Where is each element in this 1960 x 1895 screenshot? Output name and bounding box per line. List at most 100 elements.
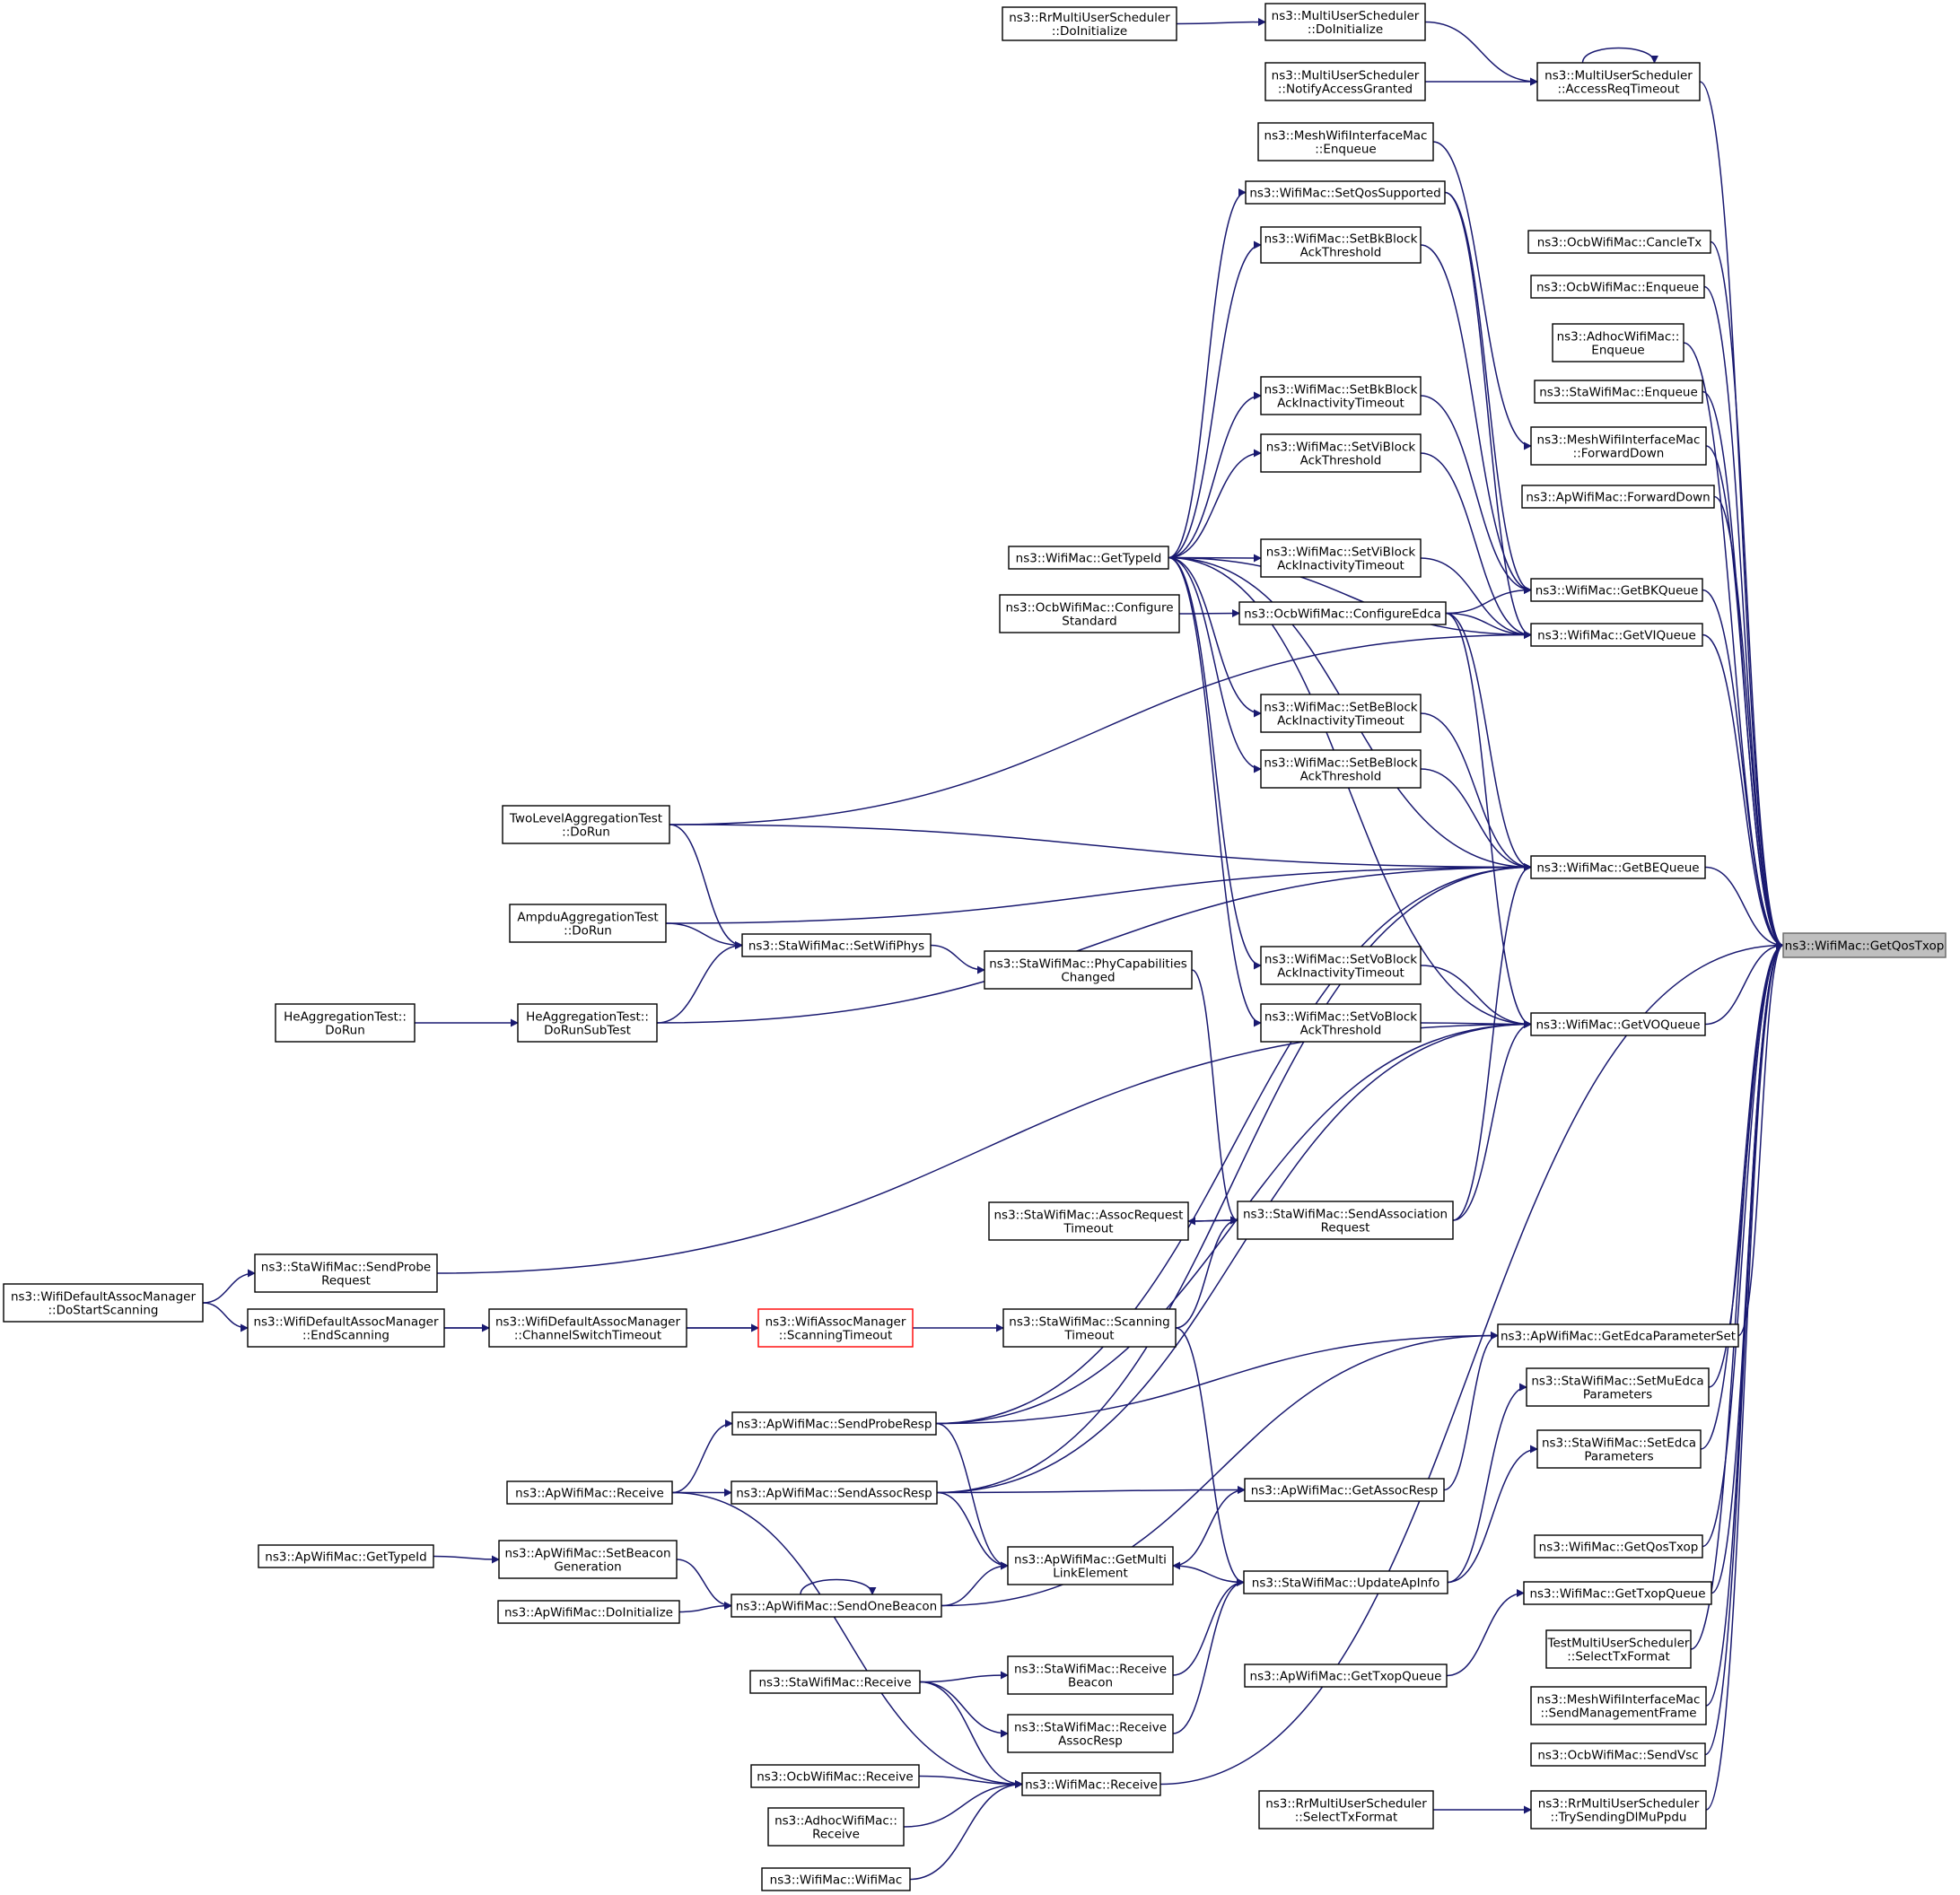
node-wifimac_receive[interactable]: ns3::WifiMac::Receive — [1021, 1772, 1161, 1796]
node-ampdu_dorun[interactable]: AmpduAggregationTest::DoRun — [509, 904, 667, 943]
node-label: ns3::RrMultiUserScheduler — [1538, 1797, 1700, 1812]
node-ap_doinit[interactable]: ns3::ApWifiMac::DoInitialize — [497, 1600, 680, 1624]
node-label: HeAggregationTest:: — [284, 1010, 407, 1025]
node-ocb_cancletx[interactable]: ns3::OcbWifiMac::CancleTx — [1527, 230, 1711, 254]
node-setbkinact[interactable]: ns3::WifiMac::SetBkBlockAckInactivityTim… — [1260, 376, 1422, 415]
node-ocb_receive[interactable]: ns3::OcbWifiMac::Receive — [750, 1764, 920, 1788]
node-getedcaparamset[interactable]: ns3::ApWifiMac::GetEdcaParameterSet — [1497, 1323, 1739, 1348]
edge-sendproberesp-to-getbequeue — [935, 863, 1532, 1425]
node-sta_scanningtimeout[interactable]: ns3::StaWifiMac::ScanningTimeout — [1002, 1308, 1177, 1348]
node-setwifiphys[interactable]: ns3::StaWifiMac::SetWifiPhys — [741, 933, 932, 957]
node-ocb_configedca[interactable]: ns3::OcbWifiMac::ConfigureEdca — [1238, 601, 1447, 625]
node-dostartscanning[interactable]: ns3::WifiDefaultAssocManager::DoStartSca… — [3, 1283, 204, 1323]
node-setviinact[interactable]: ns3::WifiMac::SetViBlockAckInactivityTim… — [1260, 538, 1422, 578]
node-box — [731, 1411, 937, 1436]
node-label: ns3::WifiMac::GetVOQueue — [1536, 1018, 1700, 1033]
node-chswitchtimeout[interactable]: ns3::WifiDefaultAssocManager::ChannelSwi… — [488, 1308, 687, 1348]
node-getassocresp[interactable]: ns3::ApWifiMac::GetAssocResp — [1244, 1478, 1445, 1502]
node-sta_receive[interactable]: ns3::StaWifiMac::Receive — [749, 1670, 921, 1694]
node-mesh_sendmgmt[interactable]: ns3::MeshWifiInterfaceMac::SendManagemen… — [1530, 1686, 1707, 1725]
node-box — [1260, 946, 1422, 985]
node-label: ns3::ApWifiMac::SendAssocResp — [736, 1487, 932, 1501]
node-ap_forwarddown[interactable]: ns3::ApWifiMac::ForwardDown — [1521, 485, 1715, 509]
node-box — [1536, 62, 1701, 101]
node-updateapinfo[interactable]: ns3::StaWifiMac::UpdateApInfo — [1243, 1570, 1448, 1594]
node-he_dorun[interactable]: HeAggregationTest::DoRun — [275, 1003, 416, 1043]
node-notifyaccess[interactable]: ns3::MultiUserScheduler::NotifyAccessGra… — [1264, 62, 1426, 101]
edge-wifimac_gettypeid-to-setbkblockack — [1168, 240, 1262, 559]
edge-line — [1704, 866, 1784, 949]
node-trysendingdl[interactable]: ns3::RrMultiUserScheduler::TrySendingDlM… — [1530, 1790, 1707, 1830]
node-ocb_sendvsc[interactable]: ns3::OcbWifiMac::SendVsc — [1530, 1742, 1706, 1767]
edge-line — [1702, 589, 1784, 949]
node-getbkqueue[interactable]: ns3::WifiMac::GetBKQueue — [1530, 578, 1703, 602]
node-ap_gettypeid[interactable]: ns3::ApWifiMac::GetTypeId — [258, 1544, 434, 1568]
node-getvoqueue[interactable]: ns3::WifiMac::GetVOQueue — [1530, 1012, 1706, 1036]
node-gettxopqueue[interactable]: ns3::WifiMac::GetTxopQueue — [1523, 1581, 1712, 1605]
node-adhoc_enqueue[interactable]: ns3::AdhocWifiMac::Enqueue — [1552, 323, 1684, 362]
node-getviqueue[interactable]: ns3::WifiMac::GetVIQueue — [1530, 623, 1703, 647]
node-endscanning[interactable]: ns3::WifiDefaultAssocManager::EndScannin… — [247, 1308, 445, 1348]
edge-ap_receive-to-sendproberesp — [671, 1419, 733, 1494]
node-sendproberesp[interactable]: ns3::ApWifiMac::SendProbeResp — [731, 1411, 937, 1436]
node-testmus_selecttx[interactable]: TestMultiUserScheduler::SelectTxFormat — [1545, 1629, 1692, 1669]
node-wifimac_wifimac[interactable]: ns3::WifiMac::WifiMac — [761, 1867, 911, 1891]
node-sendassocresp[interactable]: ns3::ApWifiMac::SendAssocResp — [731, 1480, 938, 1505]
node-setqossupported[interactable]: ns3::WifiMac::SetQosSupported — [1245, 180, 1446, 205]
node-label: ns3::WifiMac::SetVoBlock — [1264, 953, 1417, 967]
node-rr_selecttx[interactable]: ns3::RrMultiUserScheduler::SelectTxForma… — [1258, 1790, 1434, 1830]
node-label: ns3::WifiMac::SetBkBlock — [1264, 383, 1418, 397]
node-box — [1260, 376, 1422, 415]
node-adhoc_receive[interactable]: ns3::AdhocWifiMac::Receive — [767, 1807, 905, 1847]
node-sta_enqueue[interactable]: ns3::StaWifiMac::Enqueue — [1534, 380, 1703, 404]
node-rr_doinit[interactable]: ns3::RrMultiUserScheduler::DoInitialize — [1002, 6, 1177, 41]
edge-line — [1443, 1332, 1499, 1491]
edge-line — [936, 1020, 1532, 1494]
edge-line — [656, 863, 1532, 1024]
node-label: ns3::WifiMac::SetBkBlock — [1264, 232, 1418, 247]
node-box — [1545, 1629, 1692, 1669]
node-ap_receive[interactable]: ns3::ApWifiMac::Receive — [506, 1480, 673, 1505]
node-he_dorunsubtest[interactable]: HeAggregationTest::DoRunSubTest — [517, 1003, 658, 1043]
edge-sta_scanningtimeout-to-updateapinfo — [1175, 1327, 1245, 1586]
node-setvoinact[interactable]: ns3::WifiMac::SetVoBlockAckInactivityTim… — [1260, 946, 1422, 985]
edge-ocb_receive-to-wifimac_receive — [918, 1775, 1023, 1788]
edge-mesh_forwarddown-to-getqostxop — [1705, 445, 1784, 949]
node-wifimac_getqostxop[interactable]: ns3::WifiMac::GetQosTxop — [1534, 1534, 1703, 1559]
node-ocb_enqueue[interactable]: ns3::OcbWifiMac::Enqueue — [1530, 275, 1705, 299]
edge-line — [665, 922, 743, 949]
node-setbeinact[interactable]: ns3::WifiMac::SetBeBlockAckInactivityTim… — [1260, 694, 1422, 733]
node-sendonebeacon[interactable]: ns3::ApWifiMac::SendOneBeacon — [731, 1594, 942, 1618]
node-twolevel_dorun[interactable]: TwoLevelAggregationTest::DoRun — [502, 805, 670, 844]
node-label: ns3::OcbWifiMac::Enqueue — [1536, 281, 1699, 295]
node-ap_gettxopqueue[interactable]: ns3::ApWifiMac::GetTxopQueue — [1244, 1664, 1448, 1688]
node-layer: ns3::WifiMac::GetQosTxop ns3::MultiUserSc… — [3, 3, 1947, 1891]
node-am_scanningtimeout[interactable]: ns3::WifiAssocManager::ScanningTimeout — [757, 1308, 914, 1348]
node-getqostxop[interactable]: ns3::WifiMac::GetQosTxop — [1782, 932, 1947, 958]
node-accessreqtimeout[interactable]: ns3::MultiUserScheduler::AccessReqTimeou… — [1536, 62, 1701, 101]
node-getbequeue[interactable]: ns3::WifiMac::GetBEQueue — [1530, 855, 1706, 879]
node-mus_doinit[interactable]: ns3::MultiUserScheduler::DoInitialize — [1264, 3, 1426, 41]
node-mesh_enqueue[interactable]: ns3::MeshWifiInterfaceMac::Enqueue — [1257, 122, 1434, 162]
edge-line — [936, 863, 1532, 1494]
node-label: AckThreshold — [1300, 454, 1382, 468]
node-mesh_forwarddown[interactable]: ns3::MeshWifiInterfaceMac::ForwardDown — [1530, 426, 1707, 466]
node-label: ns3::OcbWifiMac::Receive — [757, 1770, 914, 1785]
node-wifimac_gettypeid[interactable]: ns3::WifiMac::GetTypeId — [1008, 546, 1169, 570]
